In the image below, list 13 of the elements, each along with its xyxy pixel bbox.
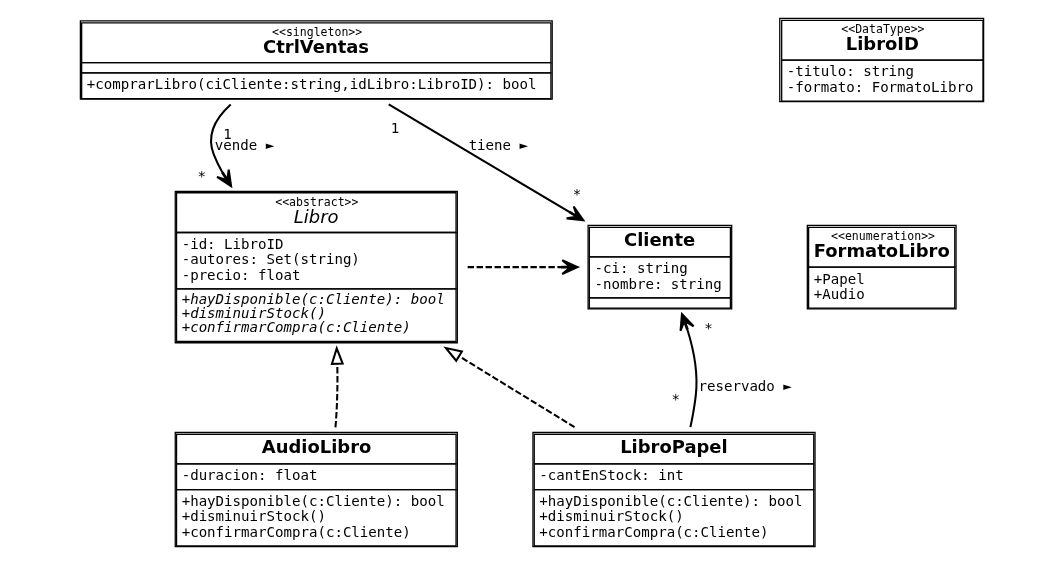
label: * bbox=[197, 167, 206, 184]
arrow bbox=[387, 103, 584, 222]
label: 1 bbox=[390, 119, 399, 136]
arrow bbox=[467, 259, 579, 276]
arrow bbox=[442, 346, 575, 428]
arrow bbox=[209, 103, 232, 188]
edge-label: tiene ► bbox=[468, 137, 528, 154]
arrow bbox=[679, 313, 697, 428]
label: * bbox=[703, 320, 713, 337]
label: * bbox=[671, 390, 680, 407]
label: * bbox=[572, 186, 581, 203]
arrow bbox=[330, 345, 344, 428]
edge-label: reservado ► bbox=[697, 378, 792, 395]
